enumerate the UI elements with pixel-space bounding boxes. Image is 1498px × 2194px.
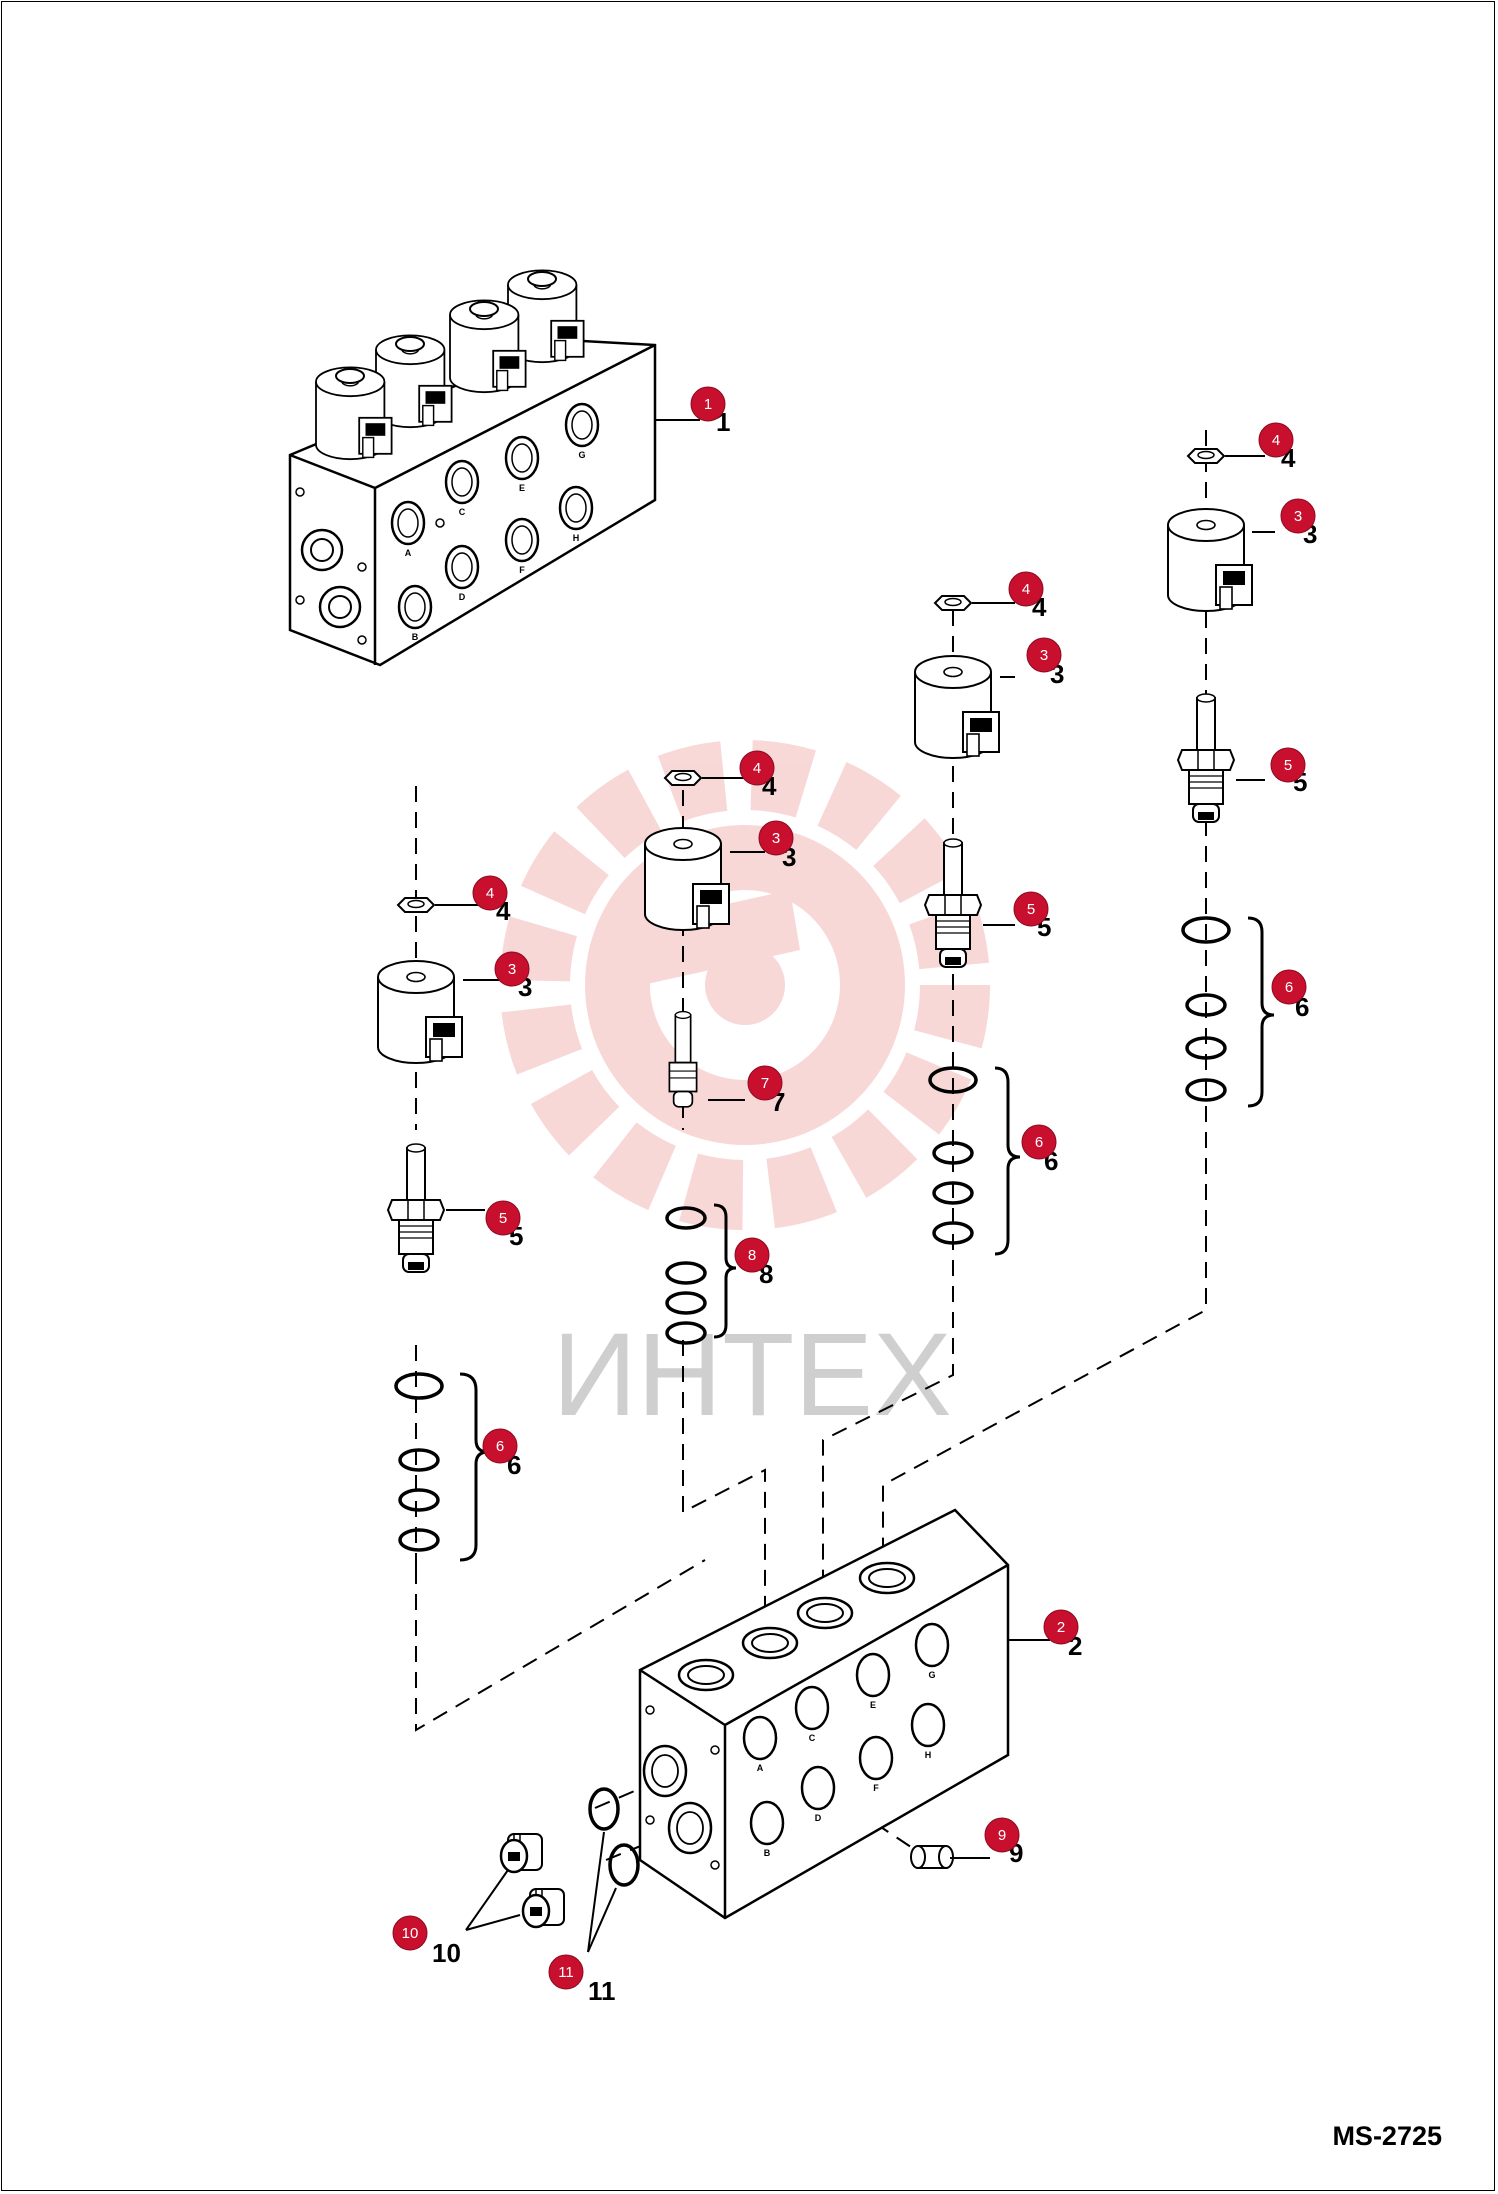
drawing-code: MS-2725 [1332,2121,1442,2151]
o-rings-part-11 [588,1787,640,1887]
valve-body: A B C D E F G H [638,1508,1010,1920]
port-label-f: F [519,565,525,575]
callout-badge-4 [739,750,775,786]
callout-badge-text-11: 11 [558,1964,574,1981]
callout-badge-text-4: 4 [486,885,494,902]
callout-badge-text-3: 3 [772,830,780,847]
callout-badge-text-7: 7 [761,1075,769,1092]
port-label-a: A [405,548,412,558]
callout-badge-text-6: 6 [1285,979,1293,996]
plug-part-9 [910,1845,954,1869]
callout-badge-3 [1026,637,1062,673]
watermark-gear-logo [500,740,990,1230]
callout-badge-text-5: 5 [1284,757,1292,774]
callout-badge-text-8: 8 [748,1247,756,1264]
callout-badge-6 [1271,969,1307,1005]
pointer-lines-10-11 [465,1831,617,1953]
callout-badge-text-6: 6 [496,1438,504,1455]
stack-2 [644,770,730,1345]
callout-badge-text-4: 4 [1022,581,1030,598]
valve-block-assembly: A B C D E F G H [288,269,657,667]
callout-badge-text-9: 9 [998,1827,1006,1844]
callout-badge-8 [734,1237,770,1273]
callout-leaders [435,419,1275,1859]
port-label-f: F [873,1783,879,1793]
port-label-e: E [870,1700,876,1710]
port-label-c: C [809,1733,816,1743]
port-label-d: D [815,1813,822,1823]
port-label-h: H [925,1750,932,1760]
callout-number-11: 11 [588,1976,616,2006]
callout-badge-text-4: 4 [753,760,761,777]
callout-badge-1 [690,386,726,422]
callout-number-10: 10 [432,1938,461,1968]
callout-badge-text-4: 4 [1272,432,1280,449]
callout-badge-3 [758,820,794,856]
callout-badge-5 [485,1200,521,1236]
stack-4 [1167,448,1253,1102]
callout-badge-text-3: 3 [1040,647,1048,664]
callout-badge-text-5: 5 [499,1210,507,1227]
callout-badge-6 [482,1428,518,1464]
callout-badge-4 [1008,571,1044,607]
callout-badge-10 [392,1915,428,1951]
port-label-d: D [459,592,466,602]
callout-badge-text-6: 6 [1035,1134,1043,1151]
port-label-h: H [573,533,580,543]
port-label-g: G [578,450,585,460]
port-label-e: E [519,483,525,493]
callout-badge-text-1: 1 [704,396,712,413]
plug-part-10 [499,1833,565,1929]
callout-badge-text-2: 2 [1057,1619,1065,1636]
port-label-b: B [764,1848,771,1858]
callout-badge-4 [1258,422,1294,458]
port-label-g: G [928,1670,935,1680]
callout-badge-5 [1013,891,1049,927]
callout-badge-3 [1280,498,1316,534]
callout-badge-2 [1043,1609,1079,1645]
port-label-b: B [412,632,419,642]
callout-badge-11 [548,1954,584,1990]
port-label-a: A [757,1763,764,1773]
callout-badge-text-3: 3 [1294,508,1302,525]
port-label-c: C [459,507,466,517]
callout-badge-9 [984,1817,1020,1853]
callout-badge-text-5: 5 [1027,901,1035,918]
callout-badge-text-10: 10 [402,1925,419,1942]
callout-badge-7 [747,1065,783,1101]
watermark-text: ИНТЕХ [552,1309,952,1441]
callout-badge-3 [494,951,530,987]
callout-badge-4 [472,875,508,911]
callout-layer: 1122333333334444444455555566666677889910… [392,386,1317,2006]
assembly-center-lines [415,430,1207,1861]
callout-badge-6 [1021,1124,1057,1160]
callout-badge-text-3: 3 [508,961,516,978]
callout-badge-5 [1270,747,1306,783]
stack-1 [377,897,463,1552]
